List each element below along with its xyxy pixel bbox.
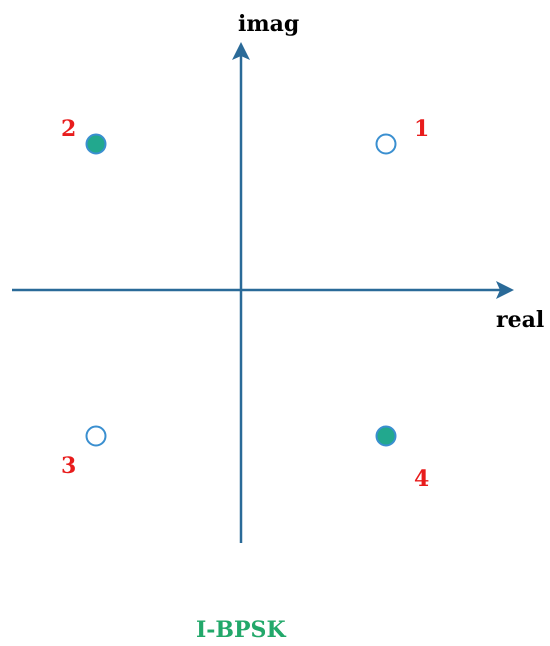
constellation-point-4: [375, 425, 397, 447]
point-label-1: 1: [414, 116, 429, 142]
point-label-2: 2: [61, 116, 76, 142]
constellation-points: 1 2 3 4: [61, 116, 429, 492]
constellation-point-1: [375, 133, 397, 155]
diagram-caption: I-BPSK: [196, 617, 286, 643]
imag-axis-arrow-icon: [232, 42, 250, 60]
constellation-point-2: [85, 133, 107, 155]
constellation-point-3: [85, 425, 107, 447]
real-axis-label: real: [496, 307, 544, 333]
imag-axis-label: imag: [238, 11, 299, 37]
real-axis-arrow-icon: [496, 281, 514, 299]
point-label-3: 3: [61, 453, 76, 479]
point-label-4: 4: [414, 466, 429, 492]
